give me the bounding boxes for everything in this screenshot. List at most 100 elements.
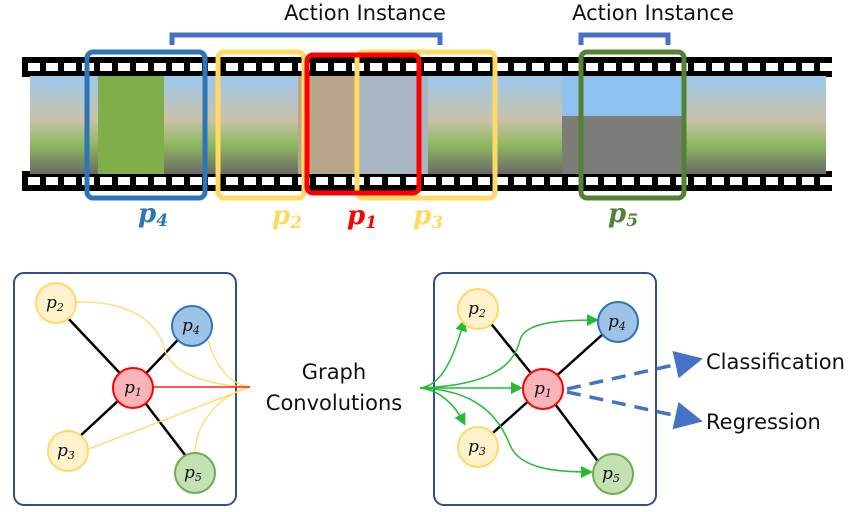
svg-text:p3: p3 — [57, 441, 75, 462]
sprocket-hole — [730, 63, 742, 71]
sprocket-hole — [424, 63, 436, 71]
sprocket-hole — [694, 63, 706, 71]
sprocket-hole — [442, 177, 454, 185]
sprocket-hole — [766, 63, 778, 71]
sprocket-hole — [370, 177, 382, 185]
sprocket-hole — [190, 177, 202, 185]
proposal-box-p5 — [578, 49, 687, 201]
sprocket-hole — [154, 177, 166, 185]
svg-text:p1: p1 — [534, 379, 552, 400]
sprocket-hole — [406, 177, 418, 185]
sprocket-hole — [46, 177, 58, 185]
frame-image — [494, 76, 562, 174]
sprocket-hole — [118, 177, 130, 185]
left-graph-node-p4: p4 — [171, 305, 213, 347]
sprocket-hole — [784, 63, 796, 71]
sprocket-hole — [262, 63, 274, 71]
sprocket-hole — [64, 63, 76, 71]
sprocket-hole — [280, 177, 292, 185]
sprocket-hole — [586, 177, 598, 185]
sprocket-hole — [100, 177, 112, 185]
sprocket-hole — [820, 177, 832, 185]
frame-image — [98, 76, 164, 174]
proposal-label-p3: p3 — [413, 201, 443, 233]
sprocket-hole — [802, 177, 814, 185]
sprocket-hole — [100, 63, 112, 71]
classification-arrow — [566, 350, 703, 391]
sprocket-hole — [766, 177, 778, 185]
sprocket-hole — [550, 177, 562, 185]
sprocket-hole — [496, 63, 508, 71]
film-strip — [22, 57, 832, 191]
proposal-label-p2: p2 — [272, 201, 302, 233]
sprocket-hole — [316, 177, 328, 185]
right-graph-node-p1: p1 — [522, 368, 564, 410]
action-instance-bracket — [578, 32, 671, 45]
sprocket-hole — [730, 177, 742, 185]
svg-text:p1: p1 — [124, 378, 142, 399]
sprocket-hole — [226, 177, 238, 185]
left-graph-edges — [64, 301, 251, 469]
sprocket-hole — [28, 63, 40, 71]
sprocket-hole — [820, 63, 832, 71]
sprocket-hole — [136, 177, 148, 185]
sprocket-hole — [388, 63, 400, 71]
sprocket-hole — [748, 177, 760, 185]
sprocket-hole — [208, 177, 220, 185]
sprocket-hole — [514, 63, 526, 71]
sprocket-hole — [532, 177, 544, 185]
svg-text:p5: p5 — [602, 464, 620, 485]
sprocket-hole — [586, 63, 598, 71]
left-graph-node-p5: p5 — [174, 452, 216, 494]
sprocket-hole — [658, 177, 670, 185]
left-graph-node-p1: p1 — [112, 367, 154, 409]
left-graph-box — [13, 272, 237, 506]
svg-text:p3: p3 — [468, 437, 486, 458]
sprocket-hole — [442, 63, 454, 71]
proposal-box-p3 — [354, 49, 498, 201]
sprocket-hole — [388, 177, 400, 185]
classification-label: Classification — [706, 350, 845, 374]
proposal-box-p4 — [84, 49, 208, 201]
frame-image — [686, 76, 826, 174]
action-instance-bracket — [169, 32, 443, 45]
sprocket-hole — [262, 177, 274, 185]
sprocket-hole — [712, 177, 724, 185]
regression-arrow — [566, 390, 703, 430]
sprocket-hole — [136, 63, 148, 71]
graph-convolutions-label-2: Convolutions — [266, 391, 402, 415]
sprocket-hole — [28, 177, 40, 185]
sprocket-hole — [280, 63, 292, 71]
sprocket-hole — [460, 177, 472, 185]
proposal-label-p1: p1 — [347, 201, 377, 233]
sprocket-hole — [334, 63, 346, 71]
sprocket-hole — [46, 63, 58, 71]
sprocket-hole — [802, 63, 814, 71]
sprocket-hole — [172, 177, 184, 185]
frame-image — [428, 76, 494, 174]
green-arrows — [419, 314, 599, 478]
sprocket-hole — [460, 63, 472, 71]
proposal-box-p1 — [304, 52, 422, 196]
left-graph-node-p2: p2 — [35, 282, 77, 324]
sprocket-hole — [226, 63, 238, 71]
sprocket-hole — [370, 63, 382, 71]
frame-image — [232, 76, 298, 174]
proposal-label-p4: p4 — [138, 199, 168, 231]
sprocket-hole — [694, 177, 706, 185]
action-instance-label: Action Instance — [572, 1, 734, 25]
sprocket-hole — [64, 177, 76, 185]
sprocket-hole — [604, 177, 616, 185]
svg-text:p4: p4 — [608, 312, 626, 333]
sprocket-hole — [748, 63, 760, 71]
regression-label: Regression — [706, 410, 821, 434]
sprocket-hole — [244, 177, 256, 185]
right-graph-node-p3: p3 — [457, 426, 499, 468]
sprocket-hole — [568, 63, 580, 71]
sprocket-hole — [496, 177, 508, 185]
left-graph-node-p3: p3 — [47, 430, 89, 472]
right-graph-node-p5: p5 — [592, 453, 634, 495]
sprocket-hole — [172, 63, 184, 71]
proposal-box-p2 — [215, 49, 307, 201]
sprocket-hole — [514, 177, 526, 185]
